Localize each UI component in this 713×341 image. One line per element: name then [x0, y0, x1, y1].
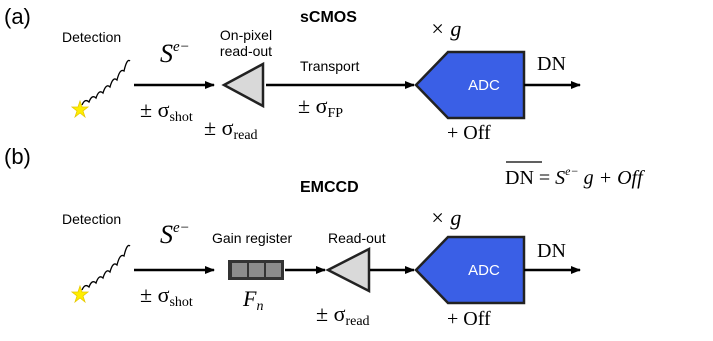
detection-label-a: Detection	[62, 29, 121, 45]
detection-label-b: Detection	[62, 211, 121, 227]
gain-register-cell	[249, 263, 264, 277]
photon-star-icon	[70, 284, 90, 304]
readout-label-a-line2: read-out	[220, 43, 272, 59]
gain-register-cell	[232, 263, 247, 277]
photon-star-icon	[70, 99, 90, 119]
gain-label-b: × g	[430, 205, 461, 230]
output-label-a: DN	[537, 53, 566, 75]
equation-text: DN = Se− g + Off	[505, 164, 645, 189]
panel-b: (b) EMCCD Detection Se− ± σshot Gain reg…	[4, 144, 581, 330]
fixed-pattern-noise-label: ± σFP	[298, 93, 343, 121]
output-label-b: DN	[537, 240, 566, 262]
readout-label-b: Read-out	[328, 230, 386, 246]
signal-label-a: Se−	[160, 39, 190, 68]
gain-register-cell	[266, 263, 281, 277]
panel-a-title: sCMOS	[300, 9, 357, 26]
adc-label-b: ADC	[468, 262, 500, 279]
excess-noise-label: Fn	[242, 286, 263, 314]
gain-register-label: Gain register	[212, 230, 292, 246]
panel-b-title: EMCCD	[300, 179, 359, 196]
read-noise-label-b: ± σread	[316, 301, 370, 329]
photon-wave-icon	[81, 59, 131, 106]
photon-wave-icon	[81, 244, 131, 291]
readout-label-a-line1: On-pixel	[220, 27, 272, 43]
gain-register-block	[228, 260, 284, 280]
panel-a: (a) sCMOS Detection Se− ± σshot On-pixel…	[4, 4, 581, 144]
mean-output-equation: DN = Se− g + Off	[505, 161, 645, 189]
panel-a-label: (a)	[4, 4, 31, 29]
shot-noise-label-b: ± σshot	[140, 282, 193, 310]
transport-label: Transport	[300, 58, 360, 74]
signal-label-b: Se−	[160, 220, 190, 249]
readout-amplifier-b	[325, 246, 371, 294]
panel-b-label: (b)	[4, 144, 31, 169]
offset-label-b: + Off	[447, 308, 491, 330]
offset-label-a: + Off	[447, 122, 491, 144]
shot-noise-label-a: ± σshot	[140, 97, 193, 125]
read-noise-label-a: ± σread	[204, 115, 258, 143]
gain-label-a: × g	[430, 16, 461, 41]
adc-label-a: ADC	[468, 77, 500, 94]
readout-amplifier-a	[221, 61, 265, 109]
